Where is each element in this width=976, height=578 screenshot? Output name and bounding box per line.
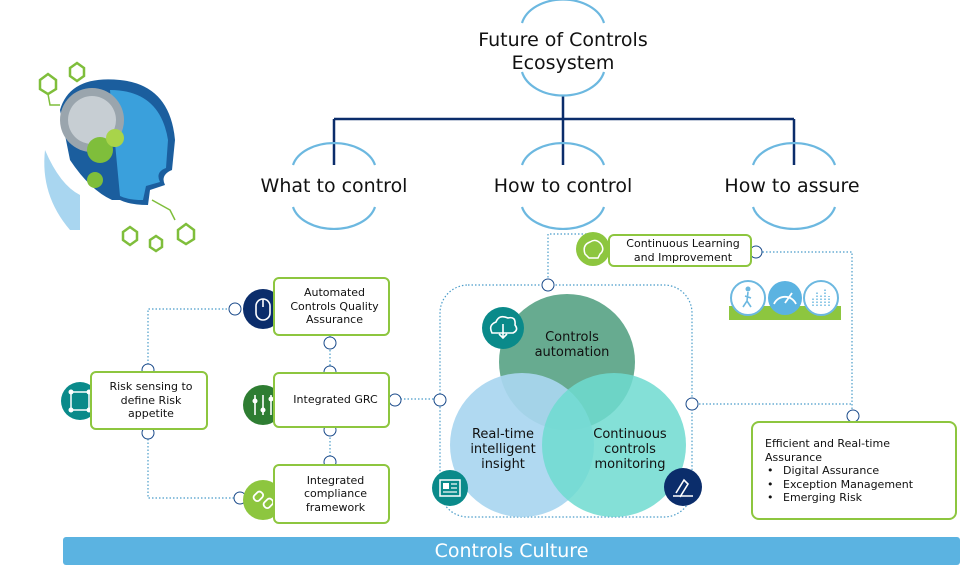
assurance-icons bbox=[729, 280, 841, 320]
risk-sensing-box: Risk sensing to define Risk appetite bbox=[90, 371, 208, 430]
assurance-heading: Efficient and Real-time Assurance bbox=[765, 437, 890, 464]
insight-label: Real-time intelligent insight bbox=[470, 427, 536, 472]
integrated-grc-box: Integrated GRC bbox=[273, 372, 390, 428]
assurance-box: Efficient and Real-time Assurance Digita… bbox=[751, 421, 957, 520]
assurance-list: Digital Assurance Exception Management E… bbox=[765, 464, 945, 505]
branch-what-to-control: What to control bbox=[260, 175, 408, 197]
brain-icon bbox=[576, 232, 610, 266]
integrated-grc-label: Integrated GRC bbox=[293, 393, 378, 407]
ai-head-icon bbox=[38, 61, 196, 253]
bars-icon bbox=[803, 280, 839, 316]
learning-label: Continuous Learning and Improvement bbox=[626, 237, 740, 264]
branch-how-to-assure: How to assure bbox=[724, 175, 860, 197]
learning-box: Continuous Learning and Improvement bbox=[608, 234, 752, 267]
automated-qa-box: Automated Controls Quality Assurance bbox=[273, 277, 390, 336]
monitoring-circle bbox=[542, 373, 686, 517]
cloud-icon bbox=[482, 307, 524, 349]
list-item: Exception Management bbox=[765, 478, 945, 492]
automation-label: Controls automation bbox=[534, 330, 610, 360]
list-item: Emerging Risk bbox=[765, 491, 945, 505]
branch-how-to-control: How to control bbox=[493, 175, 633, 197]
gauge-icon bbox=[768, 281, 802, 315]
venn-diagram bbox=[450, 294, 686, 517]
automated-qa-label: Automated Controls Quality Assurance bbox=[290, 286, 379, 327]
controls-culture-bar: Controls Culture bbox=[63, 537, 960, 565]
chart-edit-icon bbox=[664, 468, 702, 506]
page-title: Future of Controls Ecosystem bbox=[478, 29, 648, 74]
network-icon bbox=[61, 382, 99, 420]
news-icon bbox=[432, 470, 468, 506]
list-item: Digital Assurance bbox=[765, 464, 945, 478]
compliance-box: Integrated compliance framework bbox=[273, 464, 390, 524]
monitoring-label: Continuous controls monitoring bbox=[593, 427, 667, 472]
bracket-arcs bbox=[291, 0, 837, 231]
risk-sensing-label: Risk sensing to define Risk appetite bbox=[109, 380, 193, 421]
hierarchy-lines bbox=[332, 96, 796, 165]
compliance-label: Integrated compliance framework bbox=[303, 473, 368, 514]
